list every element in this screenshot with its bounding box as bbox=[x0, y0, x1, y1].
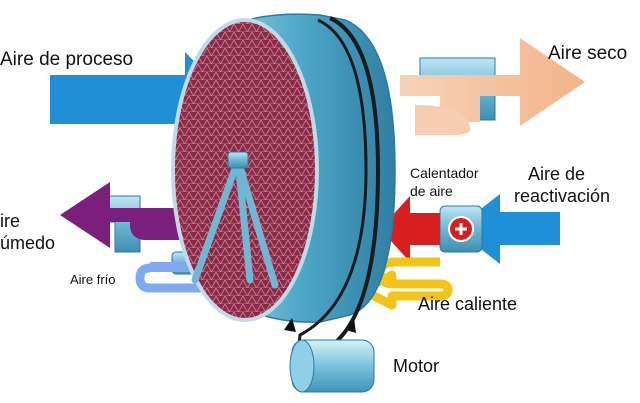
reactivation-label-line1: Aire de bbox=[528, 164, 586, 184]
belt-arrow-right bbox=[346, 318, 356, 333]
motor bbox=[289, 339, 375, 393]
dry-air-outlet bbox=[400, 38, 585, 135]
cold-air-label: Aire frío bbox=[70, 272, 116, 287]
process-air-label: Aire de proceso bbox=[0, 49, 134, 70]
cold-air-arrow bbox=[135, 263, 265, 293]
dry-air-arrow bbox=[400, 38, 585, 126]
heater-label-line2: de aire bbox=[410, 183, 453, 199]
motor-pulley bbox=[289, 339, 315, 393]
sector-frame bbox=[191, 156, 279, 289]
desiccant-wheel bbox=[171, 13, 396, 373]
drive-belt-back bbox=[294, 18, 368, 373]
dry-air-label: Aire seco bbox=[548, 43, 628, 64]
belt-arrow-left bbox=[284, 318, 296, 332]
drive-belt bbox=[320, 16, 381, 373]
dry-air-bend bbox=[415, 105, 470, 135]
frame-hub bbox=[227, 151, 249, 169]
hot-air-label: Aire caliente bbox=[418, 294, 518, 314]
humid-air-label-line2: úmedo bbox=[0, 233, 56, 253]
cold-air-band bbox=[150, 262, 205, 272]
reactivation-inlet bbox=[380, 194, 560, 264]
heater-air-arrow bbox=[380, 196, 440, 262]
motor-label: Motor bbox=[393, 356, 440, 376]
humid-air-label-line1: ire bbox=[0, 211, 21, 231]
heater-label-line1: Calentador bbox=[410, 165, 479, 181]
reactivation-label-line2: reactivación bbox=[514, 186, 611, 206]
